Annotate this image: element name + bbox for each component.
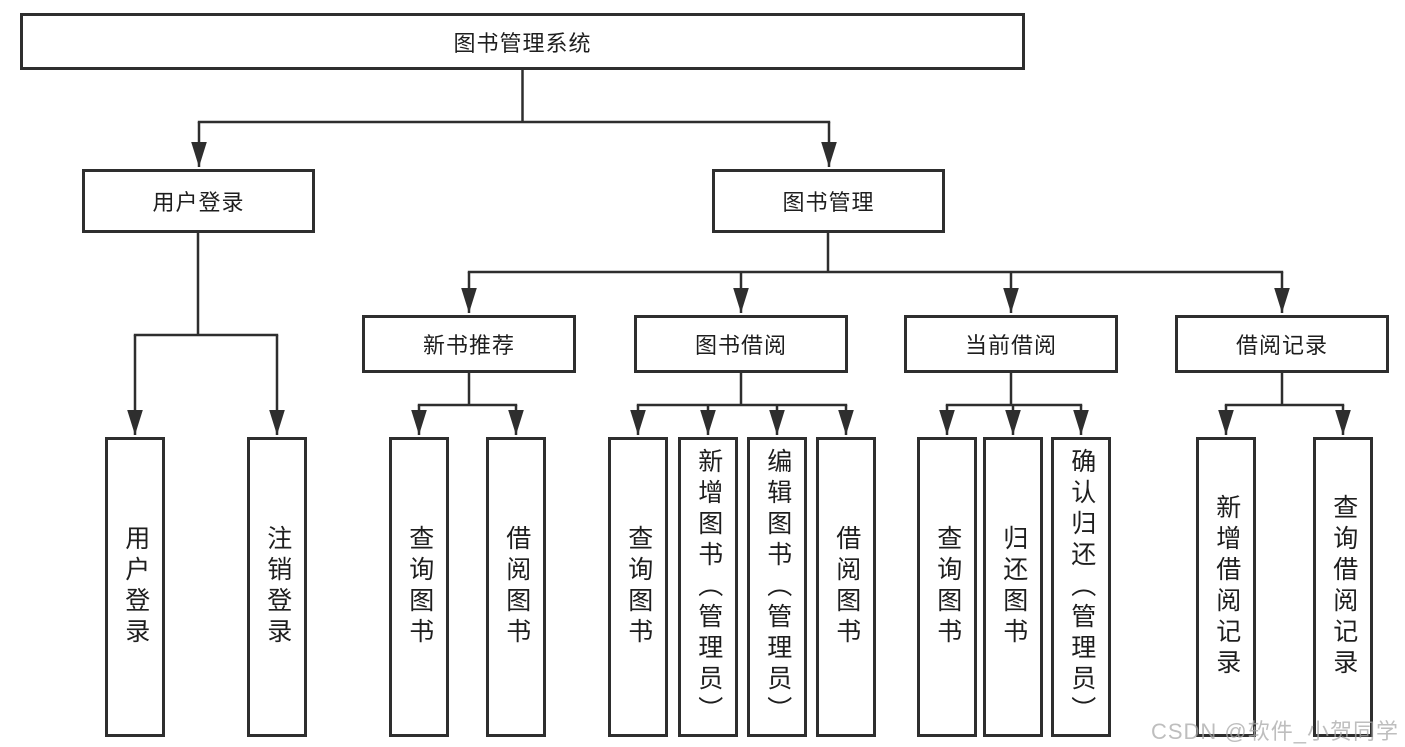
node-label: 查询图书 (933, 525, 962, 649)
node-label: 当前借阅 (964, 333, 1057, 358)
node-borrowing-records: 借阅记录 (1175, 315, 1389, 373)
node-label: 查询图书 (624, 525, 653, 649)
node-current-borrowing: 当前借阅 (904, 315, 1118, 373)
node-label: 编辑图书（管理员） (763, 447, 792, 727)
node-logout: 注销登录 (247, 437, 307, 737)
node-label: 查询借阅记录 (1329, 494, 1358, 680)
node-query-books-borrow: 查询图书 (608, 437, 668, 737)
node-label: 归还图书 (999, 525, 1028, 649)
node-label: 新书推荐 (422, 333, 515, 358)
node-query-books-recommend: 查询图书 (389, 437, 449, 737)
node-add-book-admin: 新增图书（管理员） (678, 437, 738, 737)
node-label: 用户登录 (152, 190, 245, 215)
node-query-borrow-record: 查询借阅记录 (1313, 437, 1373, 737)
node-label: 借阅图书 (832, 525, 861, 649)
node-label: 图书管理 (782, 190, 875, 215)
node-label: 新增图书（管理员） (694, 447, 723, 727)
node-query-books-current: 查询图书 (917, 437, 977, 737)
node-label: 确认归还（管理员） (1067, 447, 1096, 727)
node-label: 用户登录 (121, 525, 150, 649)
node-borrow-books-borrow: 借阅图书 (816, 437, 876, 737)
node-label: 查询图书 (405, 525, 434, 649)
node-add-borrow-record: 新增借阅记录 (1196, 437, 1256, 737)
node-label: 新增借阅记录 (1212, 494, 1241, 680)
node-borrow-books-recommend: 借阅图书 (486, 437, 546, 737)
node-book-borrowing: 图书借阅 (634, 315, 848, 373)
node-label: 图书借阅 (694, 333, 787, 358)
node-user-login: 用户登录 (82, 169, 315, 233)
node-label: 图书管理系统 (453, 30, 592, 56)
node-label: 借阅图书 (502, 525, 531, 649)
node-label: 注销登录 (263, 525, 292, 649)
csdn-watermark: CSDN @软件_小贺同学 (1150, 719, 1399, 744)
node-library-management-system: 图书管理系统 (20, 13, 1025, 70)
node-edit-book-admin: 编辑图书（管理员） (747, 437, 807, 737)
node-return-book: 归还图书 (983, 437, 1043, 737)
node-new-book-recommendation: 新书推荐 (362, 315, 576, 373)
node-confirm-return-admin: 确认归还（管理员） (1051, 437, 1111, 737)
node-user-login-leaf: 用户登录 (105, 437, 165, 737)
node-book-management: 图书管理 (712, 169, 945, 233)
node-label: 借阅记录 (1235, 333, 1328, 358)
